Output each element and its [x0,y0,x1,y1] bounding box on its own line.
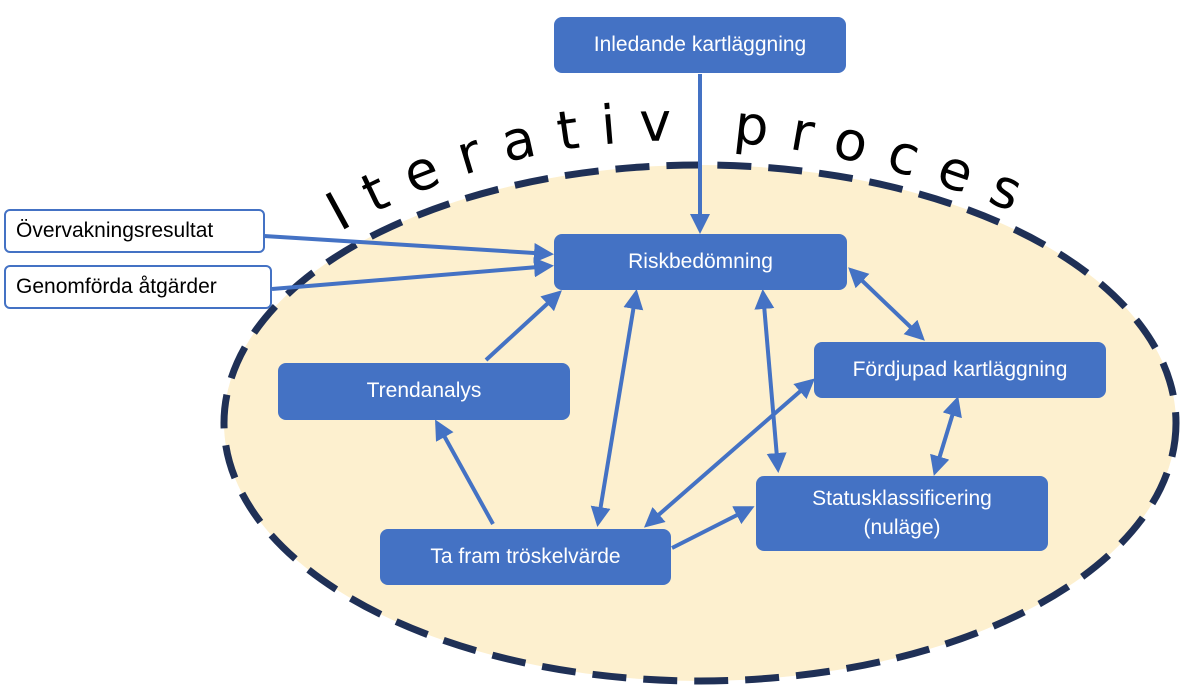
input-genomforda-atgarder: Genomförda åtgärder [4,265,272,309]
node-statusklassificering: Statusklassificering (nuläge) [756,476,1048,551]
input-genomforda-label: Genomförda åtgärder [16,275,217,298]
arrow-genomforda-to-risk [271,257,554,291]
node-trendanalys: Trendanalys [278,363,570,420]
arrow-risk-troskel [590,289,644,527]
node-fordjupad-kartlaggning: Fördjupad kartläggning [814,342,1106,398]
arrow-fordjupad-troskel [643,378,816,528]
arrow-overvakning-to-risk [263,234,554,263]
node-riskbedomning: Riskbedömning [554,234,847,290]
arrow-fordjupad-status [930,396,962,476]
node-inledande-kartlaggning: Inledande kartläggning [554,17,846,73]
node-status-label-line1: Statusklassificering [812,487,992,511]
arrow-troskel-to-status [671,506,755,550]
node-ta-fram-troskelvarde: Ta fram tröskelvärde [380,529,671,585]
arrow-troskel-to-trend [435,419,495,525]
node-troskelvarde-label: Ta fram tröskelvärde [430,544,621,568]
node-inledande-label: Inledande kartläggning [593,32,807,56]
node-fordjupad-label: Fördjupad kartläggning [852,357,1068,381]
input-overvakningsresultat-label: Övervakningsresultat [16,219,214,242]
node-trendanalys-label: Trendanalys [366,379,482,403]
arrow-risk-fordjupad [848,267,925,341]
node-riskbedomning-label: Riskbedömning [628,249,773,273]
node-status-label-line2: (nuläge) [863,515,941,539]
input-overvakningsresultat: Övervakningsresultat [4,209,265,253]
arrow-trend-to-risk [484,290,562,362]
